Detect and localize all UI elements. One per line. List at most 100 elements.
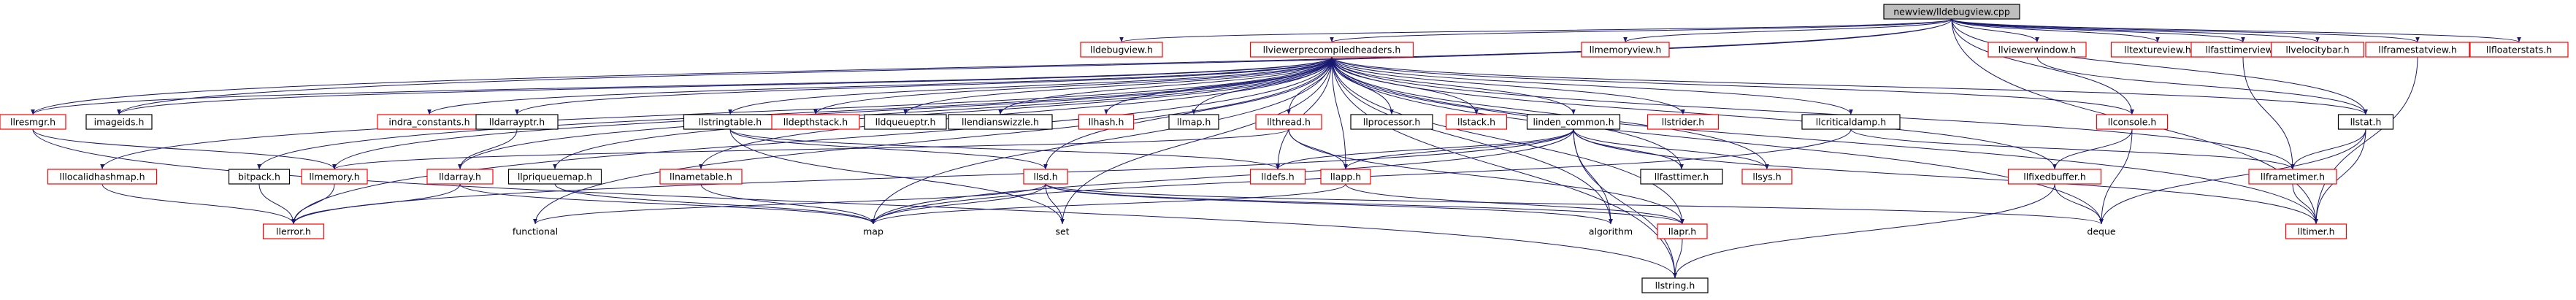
edge-llviewerwindow-h-to-llstat-h xyxy=(2036,56,2368,115)
node-imageids-h[interactable]: imageids.h xyxy=(85,114,153,130)
node-box-llresmgr-h xyxy=(0,114,66,130)
node-lldarray-h[interactable]: lldarray.h xyxy=(426,169,494,185)
node-llprocessor-h[interactable]: llprocessor.h xyxy=(1350,114,1433,130)
edge-llthread-h-to-llmemory-h xyxy=(332,128,1289,170)
node-lldefs-h[interactable]: lldefs.h xyxy=(1249,169,1306,185)
edge-llpriqueuemap-h-to-map xyxy=(554,183,875,225)
node-label-llfasttimer-h: llfasttimer.h xyxy=(1655,172,1709,182)
edge-root-to-lltextureview-h xyxy=(1951,18,2160,43)
node-llapr-h[interactable]: llapr.h xyxy=(1657,223,1708,239)
node-llmap-h[interactable]: llmap.h xyxy=(1168,114,1219,130)
node-label-lldqueueptr-h: lldqueueptr.h xyxy=(875,117,936,128)
edge-llmemory-h-to-llerror-h xyxy=(291,183,335,225)
edge-root-to-llvelocitybar-h xyxy=(1951,18,2320,43)
node-llmemoryview-h[interactable]: llmemoryview.h xyxy=(1581,42,1670,58)
node-map: map xyxy=(863,226,883,237)
edge-lldarray-h-to-map xyxy=(459,183,875,225)
edge-llviewerprecompiledheaders-h-to-lldarrayptr-h xyxy=(515,56,1333,115)
node-box-llapp-h xyxy=(1320,169,1371,185)
node-llthread-h[interactable]: llthread.h xyxy=(1255,114,1322,130)
node-root[interactable]: newview/lldebugview.cpp xyxy=(1883,4,2020,20)
edge-linden-common-h-to-lldefs-h xyxy=(1276,128,1574,170)
node-lldarrayptr-h[interactable]: lldarrayptr.h xyxy=(475,114,559,130)
node-lltimer-h[interactable]: lltimer.h xyxy=(2285,223,2347,239)
node-label-lllsd-h: llsd.h xyxy=(1033,172,1057,182)
node-box-llnametable-h xyxy=(659,169,743,185)
node-label-algorithm: algorithm xyxy=(1589,226,1633,237)
edge-linden-common-h-to-llsys-h xyxy=(1573,128,1769,170)
edge-llviewerprecompiledheaders-h-to-llmemory-h xyxy=(332,56,1333,170)
edge-llviewerprecompiledheaders-h-to-deque xyxy=(1331,56,2104,225)
node-llmemory-h[interactable]: llmemory.h xyxy=(301,169,368,185)
node-lldebugview-h[interactable]: lldebugview.h xyxy=(1080,42,1163,58)
node-llresmgr-h[interactable]: llresmgr.h xyxy=(0,114,66,130)
node-label-llprocessor-h: llprocessor.h xyxy=(1363,117,1421,128)
node-llfasttimer-h[interactable]: llfasttimer.h xyxy=(1640,169,1723,185)
edge-llviewerprecompiledheaders-h-to-llframetimer-h xyxy=(1331,56,2295,170)
node-llapp-h[interactable]: llapp.h xyxy=(1320,169,1371,185)
node-lltextureview-h[interactable]: lltextureview.h xyxy=(2110,42,2205,58)
node-deque: deque xyxy=(2087,226,2115,237)
node-label-llfasttimerview-h: llfasttimerview.h xyxy=(2205,45,2280,55)
node-llendianswizzle-h[interactable]: llendianswizzle.h xyxy=(948,114,1053,130)
node-label-llendianswizzle-h: llendianswizzle.h xyxy=(962,117,1039,128)
edge-llviewerprecompiledheaders-h-to-lldqueueptr-h xyxy=(903,56,1333,115)
node-label-llhash-h: llhash.h xyxy=(1089,117,1124,128)
node-llviewerprecompiledheaders-h[interactable]: llviewerprecompiledheaders.h xyxy=(1249,42,1414,58)
node-box-llmap-h xyxy=(1168,114,1219,130)
node-llstack-h[interactable]: llstack.h xyxy=(1445,114,1508,130)
node-label-lllocalidhashmap-h: lllocalidhashmap.h xyxy=(59,172,145,182)
node-llsys-h[interactable]: llsys.h xyxy=(1741,169,1793,185)
edge-llfixedbuffer-h-to-llstring-h xyxy=(1673,183,2055,279)
node-llstat-h[interactable]: llstat.h xyxy=(2337,114,2394,130)
node-llvelocitybar-h[interactable]: llvelocitybar.h xyxy=(2270,42,2365,58)
node-label-llstack-h: llstack.h xyxy=(1457,117,1495,128)
node-llpriqueuemap-h[interactable]: llpriqueuemap.h xyxy=(507,169,602,185)
node-llstring-h[interactable]: llstring.h xyxy=(1641,277,1709,293)
node-label-deque: deque xyxy=(2087,226,2115,237)
node-llfloaterstats-h[interactable]: llfloaterstats.h xyxy=(2469,42,2569,58)
node-indra-constants-h[interactable]: indra_constants.h xyxy=(377,114,482,130)
node-box-root xyxy=(1883,4,2020,20)
node-box-bitpack-h xyxy=(228,169,291,185)
edge-llframestatview-h-to-lltimer-h xyxy=(2314,56,2418,225)
edge-llviewerprecompiledheaders-h-to-llpriqueuemap-h xyxy=(553,56,1333,170)
node-box-llthread-h xyxy=(1255,114,1322,130)
node-lllocalidhashmap-h[interactable]: lllocalidhashmap.h xyxy=(47,169,158,185)
node-label-llvelocitybar-h: llvelocitybar.h xyxy=(2285,45,2349,55)
node-llfixedbuffer-h[interactable]: llfixedbuffer.h xyxy=(2007,169,2102,185)
node-llcriticaldamp-h[interactable]: llcriticaldamp.h xyxy=(1801,114,1901,130)
node-bitpack-h[interactable]: bitpack.h xyxy=(228,169,291,185)
node-lldepthstack-h[interactable]: lldepthstack.h xyxy=(771,114,860,130)
node-lldqueueptr-h[interactable]: lldqueueptr.h xyxy=(864,114,947,130)
node-linden-common-h[interactable]: linden_common.h xyxy=(1526,114,1621,130)
node-lllsd-h[interactable]: llsd.h xyxy=(1023,169,1068,185)
edge-root-to-llmemoryview-h xyxy=(1623,18,1952,43)
node-llframestatview-h[interactable]: llframestatview.h xyxy=(2365,42,2470,58)
node-llframetimer-h[interactable]: llframetimer.h xyxy=(2248,169,2337,185)
node-llhash-h[interactable]: llhash.h xyxy=(1078,114,1135,130)
edge-llstat-h-to-llframetimer-h xyxy=(2291,128,2366,170)
node-label-llnametable-h: llnametable.h xyxy=(670,172,732,182)
edge-llresmgr-h-to-llstring-h xyxy=(32,128,1677,279)
edge-llthread-h-to-llapp-h xyxy=(1288,128,1348,170)
edge-llviewerprecompiledheaders-h-to-lldepthstack-h xyxy=(813,56,1333,115)
edge-llviewerprecompiledheaders-h-to-imageids-h xyxy=(117,56,1333,115)
node-llstringtable-h[interactable]: llstringtable.h xyxy=(683,114,778,130)
node-llnametable-h[interactable]: llnametable.h xyxy=(659,169,743,185)
node-llconsole-h[interactable]: llconsole.h xyxy=(2096,114,2169,130)
node-box-imageids-h xyxy=(85,114,153,130)
edge-root-to-llfloaterstats-h xyxy=(1951,18,2521,43)
node-llfasttimerview-h[interactable]: llfasttimerview.h xyxy=(2190,42,2296,58)
node-label-llviewerprecompiledheaders-h: llviewerprecompiledheaders.h xyxy=(1263,45,1401,55)
edge-llviewerprecompiledheaders-h-to-llsys-h xyxy=(1331,56,1769,170)
node-llviewerwindow-h[interactable]: llviewerwindow.h xyxy=(1987,42,2087,58)
node-llstrider-h[interactable]: llstrider.h xyxy=(1647,114,1720,130)
edge-llstat-h-to-deque xyxy=(2099,128,2366,225)
edge-llviewerprecompiledheaders-h-to-llfixedbuffer-h xyxy=(1331,56,2057,170)
edge-llviewerprecompiledheaders-h-to-llfasttimer-h xyxy=(1331,56,1684,170)
edge-llviewerprecompiledheaders-h-to-bitpack-h xyxy=(257,56,1333,170)
node-box-llfasttimer-h xyxy=(1640,169,1723,185)
node-llerror-h[interactable]: llerror.h xyxy=(262,223,325,239)
node-box-llsys-h xyxy=(1741,169,1793,185)
